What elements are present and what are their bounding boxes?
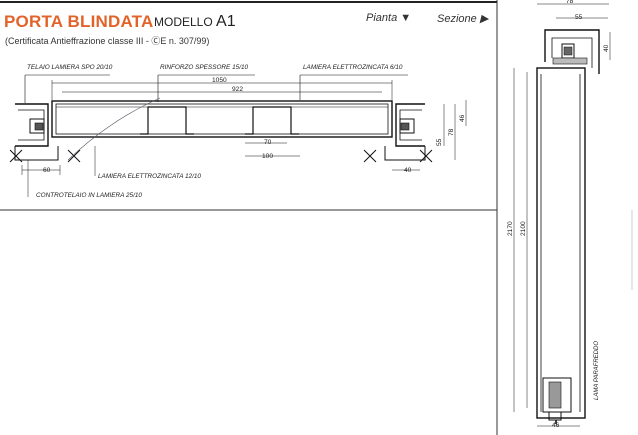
label-sheet-bottom: LAMIERA ELETTROZINCATA 12/10: [98, 173, 201, 180]
dim-left-jamb: 60: [43, 167, 51, 174]
label-frame: TELAIO LAMIERA SPO 20/10: [27, 64, 113, 71]
dim-overall-width: 1050: [212, 77, 227, 84]
view-plan-label: Pianta: [366, 12, 398, 24]
view-plan-link[interactable]: Pianta ▼: [366, 12, 411, 24]
dim-frame-depth: 55: [436, 138, 443, 146]
dim-sec-top-78: 78: [566, 0, 574, 5]
model-code: A1: [216, 13, 236, 30]
dim-rib-spacing: 100: [262, 153, 274, 160]
dim-depth-78: 78: [448, 128, 455, 136]
dim-sec-top-40: 40: [603, 44, 610, 52]
label-sheet-top: LAMIERA ELETTROZINCATA 6/10: [303, 64, 403, 71]
dim-depth-46: 46: [459, 114, 466, 122]
certification-subtitle: (Certificata Antieffrazione classe III -…: [5, 36, 210, 46]
label-reinforcement: RINFORZO SPESSORE 15/10: [160, 64, 249, 71]
dim-rib-width: 70: [264, 139, 272, 146]
dim-sec-top-55: 55: [575, 14, 583, 21]
view-section-label: Sezione: [437, 13, 477, 25]
dim-sec-bottom-46: 46: [552, 422, 560, 429]
dim-sec-height-2100: 2100: [520, 221, 527, 236]
page-title: PORTA BLINDATA: [4, 12, 154, 31]
dim-right-jamb: 40: [404, 167, 412, 174]
section-view: [513, 3, 633, 427]
dim-inner-width: 922: [232, 86, 244, 93]
triangle-right-icon: ▶: [479, 13, 489, 25]
label-draft-blade: LAMA PARAFREDDO: [594, 340, 600, 400]
view-section-link[interactable]: Sezione ▶: [437, 12, 488, 25]
triangle-down-icon: ▼: [400, 12, 412, 24]
model-label: MODELLO A1: [154, 13, 236, 31]
dim-sec-height-2170: 2170: [507, 221, 514, 236]
label-counterframe: CONTROTELAIO IN LAMIERA 25/10: [36, 192, 142, 199]
plan-view: [9, 74, 467, 197]
model-prefix: MODELLO: [154, 15, 213, 29]
